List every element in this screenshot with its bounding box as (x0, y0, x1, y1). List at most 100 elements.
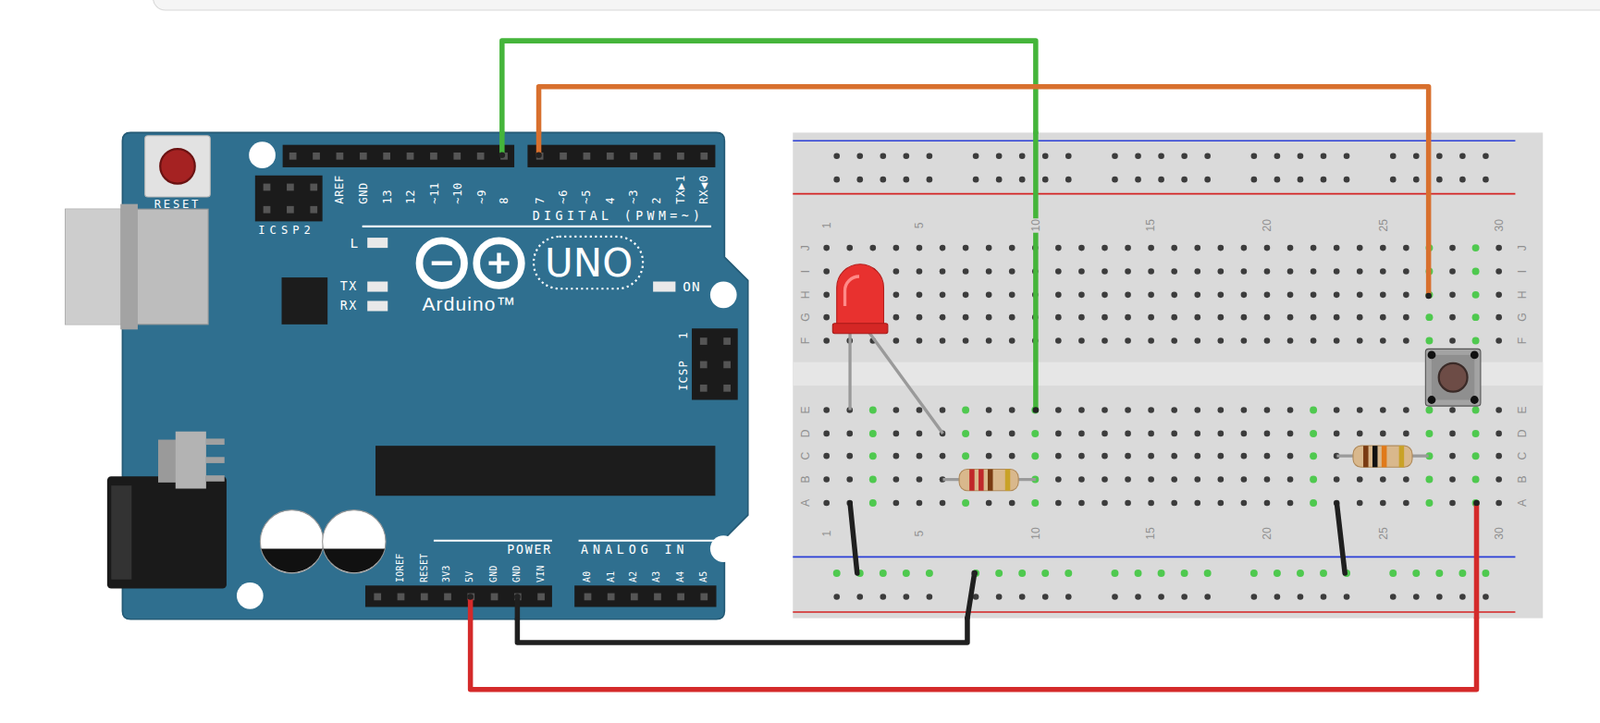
header-pin (607, 593, 616, 602)
pin-label: 8 (498, 196, 510, 205)
breadboard-hole (1343, 176, 1351, 184)
breadboard-hole (1101, 245, 1108, 252)
rail-line (792, 139, 1515, 142)
smd-led (652, 282, 676, 293)
row-letter: C (1516, 451, 1528, 462)
breadboard-hole (1101, 314, 1108, 321)
row-letter: E (1516, 405, 1528, 415)
breadboard-hole (1449, 476, 1456, 483)
row-letter: B (800, 474, 813, 484)
power-jack (110, 485, 132, 580)
header-pin (723, 361, 731, 370)
pin-label: 1 (677, 332, 690, 339)
header-pin (443, 593, 452, 602)
breadboard-hole (1436, 152, 1443, 160)
header-pin (676, 593, 685, 602)
header-pin (309, 184, 318, 192)
breadboard-hole (1319, 569, 1328, 578)
breadboard-hole (1193, 476, 1201, 483)
breadboard-hole (1204, 176, 1211, 184)
breadboard-hole (1009, 453, 1016, 460)
pin-label: AREF (333, 174, 345, 204)
breadboard-hole (972, 152, 980, 160)
header-pin (536, 152, 544, 160)
board-model: UNO (544, 244, 633, 284)
row-letter: F (800, 336, 813, 346)
row-letter: A (1516, 498, 1528, 508)
breadboard-hole (1124, 406, 1132, 414)
resistor-band (1363, 445, 1369, 468)
breadboard-hole (1495, 406, 1502, 414)
row-letter: D (800, 428, 813, 439)
row-letter: F (1516, 336, 1528, 346)
breadboard-hole (1241, 430, 1248, 438)
breadboard-hole (1042, 593, 1049, 601)
breadboard-hole (1287, 476, 1294, 483)
breadboard-hole (1218, 430, 1225, 438)
row-letter: J (800, 244, 813, 252)
breadboard-hole (1287, 314, 1294, 321)
breadboard-hole (1111, 152, 1119, 160)
breadboard-hole (1356, 337, 1364, 345)
breadboard-hole (962, 337, 970, 345)
breadboard-hole (1320, 152, 1328, 160)
breadboard-hole (1333, 430, 1341, 438)
breadboard-hole (1170, 337, 1178, 345)
breadboard-hole (1078, 245, 1085, 252)
led-label: TX (340, 280, 358, 293)
breadboard-hole (893, 268, 900, 275)
breadboard-hole (1193, 453, 1201, 460)
breadboard-hole (1124, 314, 1132, 321)
breadboard-hole (1078, 268, 1085, 275)
button-corner (1470, 395, 1479, 405)
breadboard-hole (823, 292, 830, 299)
breadboard-hole (1425, 476, 1433, 484)
breadboard-hole (1356, 430, 1364, 438)
wire (539, 86, 1429, 134)
breadboard-hole (1413, 593, 1420, 601)
breadboard-hole (823, 430, 830, 438)
breadboard-hole (1041, 569, 1049, 578)
pin-label: 2 (651, 196, 663, 205)
breadboard-hole (1157, 569, 1166, 578)
breadboard-hole (1449, 314, 1456, 321)
header-pin (630, 593, 639, 602)
button-corner (1427, 395, 1437, 405)
led-label: ON (682, 280, 701, 294)
breadboard-hole (1356, 406, 1364, 414)
breadboard-hole (1459, 593, 1466, 601)
breadboard-hole (1264, 268, 1271, 275)
breadboard-hole (870, 245, 877, 252)
breadboard-hole (1379, 500, 1387, 507)
header-pin (629, 152, 638, 160)
breadboard-hole (1193, 500, 1201, 507)
breadboard-hole (1193, 268, 1201, 275)
breadboard-hole (961, 430, 970, 438)
pin-label: 4 (604, 196, 616, 205)
breadboard-hole (1425, 499, 1433, 507)
breadboard-hole (1157, 593, 1165, 601)
breadboard-hole (1495, 245, 1502, 252)
breadboard-hole (1403, 337, 1410, 345)
breadboard-hole (1403, 268, 1410, 275)
arduino-logo (476, 240, 522, 286)
rail-line (792, 611, 1515, 614)
breadboard-hole (1218, 245, 1225, 252)
pin-label: A0 (583, 570, 593, 583)
pin-label: ~5 (580, 189, 592, 205)
breadboard-hole (985, 406, 993, 414)
breadboard-hole (1101, 430, 1108, 438)
resistor-symbol (1353, 445, 1413, 468)
header-pin (700, 593, 708, 602)
pin-label: ~10 (452, 182, 464, 205)
breadboard-hole (1124, 500, 1132, 507)
breadboard-hole (916, 292, 924, 299)
silkscreen-line (578, 540, 715, 542)
breadboard-hole (869, 452, 877, 460)
breadboard-hole (916, 500, 924, 507)
breadboard-hole (1356, 245, 1364, 252)
pin-label: RESET (419, 553, 430, 583)
board-brand: Arduino™ (421, 294, 517, 314)
breadboard-hole (1273, 569, 1281, 578)
